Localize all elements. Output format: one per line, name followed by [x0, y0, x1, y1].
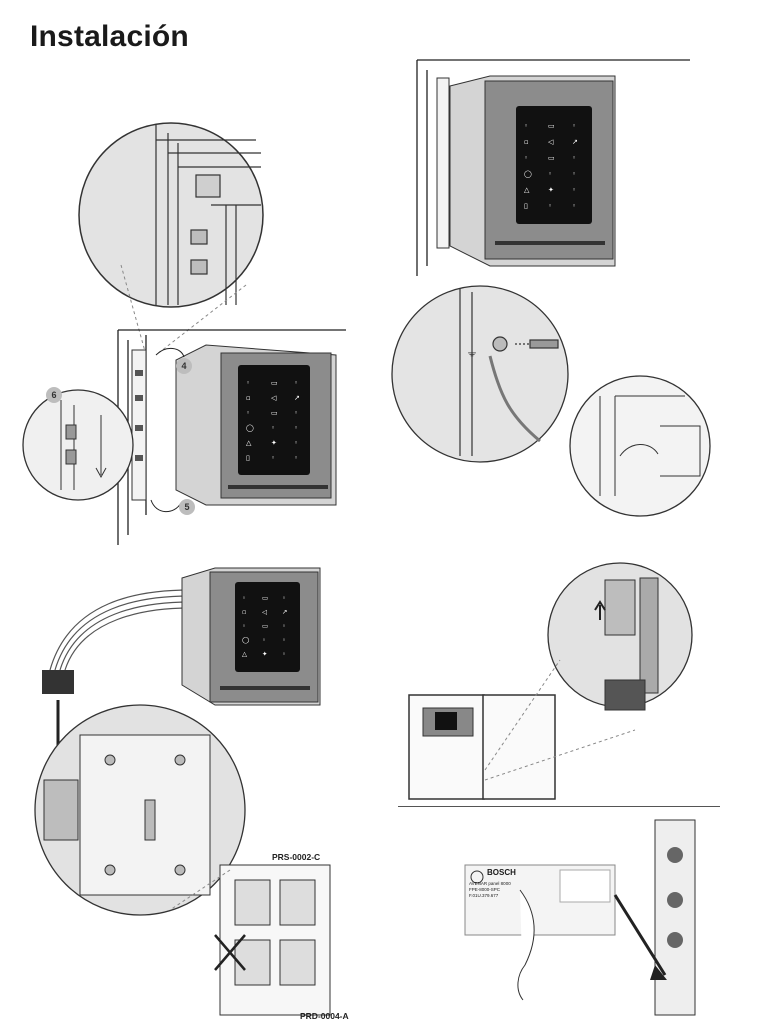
svg-text:◦: ◦ [271, 454, 275, 462]
illustration-label-sticker: BOSCH AVENAR panel 8000 FPE-8000-SPC F.0… [455, 815, 725, 1020]
svg-text:▭: ▭ [262, 622, 268, 630]
illustration-connector [395, 560, 725, 805]
svg-text:◦: ◦ [572, 202, 576, 210]
svg-text:↗: ↗ [294, 394, 300, 402]
svg-text:◦: ◦ [572, 122, 576, 130]
svg-text:△: △ [524, 186, 530, 194]
svg-text:◦: ◦ [572, 170, 576, 178]
svg-text:◦: ◦ [294, 379, 298, 387]
svg-text:▫: ▫ [524, 138, 529, 146]
svg-text:◦: ◦ [271, 424, 275, 432]
illustration-cable-module: ◦ ▭ ◦ ▫ ◁ ↗ ◦ ▭ ◦ ◯ ◦ ◦ △ ✦ ◦ PRS-0002-C PRD-0004-… [30, 560, 370, 1021]
svg-text:◁: ◁ [271, 394, 277, 402]
page-title: Instalación [30, 20, 189, 53]
label-prs-0002-c: PRS-0002-C [272, 852, 321, 862]
section-divider [398, 806, 720, 807]
svg-text:△: △ [242, 650, 247, 658]
svg-text:↗: ↗ [282, 608, 287, 616]
svg-text:▭: ▭ [271, 379, 278, 387]
step-badge-6: 6 [46, 387, 62, 403]
svg-text:◦: ◦ [524, 154, 528, 162]
svg-text:◦: ◦ [294, 409, 298, 417]
svg-text:◦: ◦ [548, 202, 552, 210]
svg-text:◯: ◯ [246, 424, 254, 432]
svg-text:◦: ◦ [242, 594, 246, 602]
svg-text:◦: ◦ [246, 379, 250, 387]
illustration-hinge-install: ◦ ▭ ◦ ▫ ◁ ↗ ◦ ▭ ◦ ◯ ◦ ◦ △ ✦ ◦ ▯ ◦ ◦ 4 5 6 [16, 95, 376, 545]
illustration-earth-connection: ◦ ▭ ◦ ▫ ◁ ↗ ◦ ▭ ◦ ◯ ◦ ◦ △ ✦ ◦ ▯ ◦ ◦ ⏚ [390, 56, 730, 526]
svg-text:◯: ◯ [242, 636, 249, 644]
svg-text:◦: ◦ [548, 170, 552, 178]
svg-text:◦: ◦ [262, 636, 266, 644]
svg-text:◦: ◦ [282, 622, 286, 630]
svg-text:◦: ◦ [572, 154, 576, 162]
sticker-brand: BOSCH [487, 868, 516, 877]
svg-text:▭: ▭ [548, 154, 555, 162]
svg-text:△: △ [246, 439, 252, 447]
svg-text:▭: ▭ [271, 409, 278, 417]
svg-text:⏚: ⏚ [466, 345, 478, 359]
label-prd-0004-a: PRD-0004-A [300, 1011, 349, 1021]
sticker-line-2: FPE-8000-SPC [469, 887, 501, 892]
svg-text:✦: ✦ [548, 186, 554, 194]
svg-text:▭: ▭ [262, 594, 268, 602]
step-badge-5: 5 [179, 499, 195, 515]
svg-text:◦: ◦ [242, 622, 246, 630]
svg-text:◦: ◦ [572, 186, 576, 194]
svg-text:◦: ◦ [282, 650, 286, 658]
svg-text:◦: ◦ [294, 424, 298, 432]
svg-text:↗: ↗ [572, 138, 578, 146]
svg-text:◯: ◯ [524, 170, 532, 178]
sticker-line-3: F.01U.379.677 [469, 893, 499, 898]
svg-text:◦: ◦ [246, 409, 250, 417]
svg-text:◦: ◦ [294, 454, 298, 462]
svg-text:◁: ◁ [548, 138, 554, 146]
step-badge-4: 4 [176, 358, 192, 374]
svg-text:▭: ▭ [548, 122, 555, 130]
svg-text:◦: ◦ [282, 636, 286, 644]
svg-text:◦: ◦ [524, 122, 528, 130]
svg-text:◦: ◦ [282, 594, 286, 602]
svg-text:▯: ▯ [246, 454, 250, 462]
svg-text:◦: ◦ [294, 439, 298, 447]
svg-text:✦: ✦ [262, 650, 268, 658]
sticker-line-1: AVENAR panel 8000 [469, 881, 511, 886]
svg-text:▫: ▫ [246, 394, 251, 402]
svg-text:✦: ✦ [271, 439, 277, 447]
svg-text:▫: ▫ [242, 608, 246, 616]
svg-text:▯: ▯ [524, 202, 528, 210]
svg-text:◁: ◁ [262, 608, 267, 616]
